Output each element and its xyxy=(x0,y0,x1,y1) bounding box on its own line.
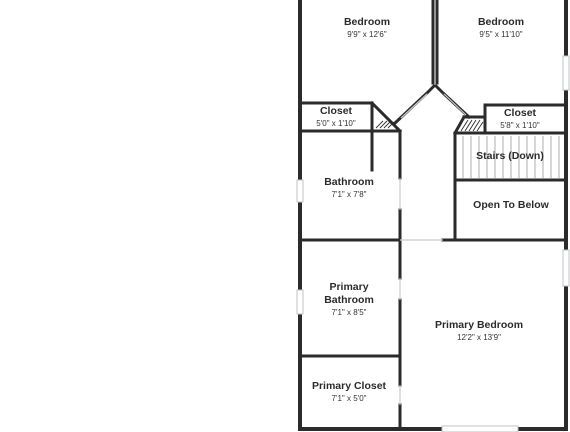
room-name: Closet xyxy=(503,107,537,119)
room-name: Bedroom xyxy=(343,16,391,28)
hall-diag-left-top xyxy=(425,83,437,95)
room-label-primary-closet: Primary Closet 7'1" x 5'0" xyxy=(300,380,398,404)
room-name: Stairs (Down) xyxy=(476,150,544,162)
room-label-bedroom-left: Bedroom 9'9" x 12'6" xyxy=(317,16,417,40)
hall-diag-right-top xyxy=(433,83,445,95)
windows xyxy=(296,55,570,432)
room-label-open-to-below: Open To Below xyxy=(458,199,564,212)
closet-hatch-left xyxy=(375,120,395,129)
window-bedroom-right xyxy=(562,55,570,91)
interior-walls xyxy=(298,0,568,431)
room-label-primary-bedroom: Primary Bedroom 12'2" x 13'9" xyxy=(420,319,538,343)
door-opening-bedroom-left xyxy=(400,93,428,119)
room-dimensions: 5'8" x 1'10" xyxy=(500,121,540,130)
room-dimensions: 7'1" x 7'8" xyxy=(331,190,367,199)
room-dimensions: 7'1" x 8'5" xyxy=(331,308,367,317)
window-primary-bedroom-south xyxy=(441,425,519,432)
room-label-bedroom-right: Bedroom 9'5" x 11'10" xyxy=(451,16,551,40)
hallway-walls xyxy=(392,83,472,126)
room-label-closet-left: Closet 5'0" x 1'10" xyxy=(300,105,372,129)
door-openings xyxy=(399,93,467,405)
room-name: Primary xyxy=(329,281,369,293)
room-dimensions: 9'5" x 11'10" xyxy=(479,30,523,39)
room-label-primary-bathroom: Primary Bathroom 7'1" x 8'5" xyxy=(300,281,398,318)
room-name: Primary Closet xyxy=(311,380,387,392)
wall-closet-left-diag xyxy=(369,100,403,134)
door-opening-bedroom-right xyxy=(443,93,467,116)
room-label-stairs: Stairs (Down) xyxy=(460,150,560,163)
room-dimensions: 9'9" x 12'6" xyxy=(347,30,387,39)
room-name: Primary Bedroom xyxy=(434,319,524,331)
room-name: Bathroom xyxy=(324,176,374,188)
room-name: Closet xyxy=(319,105,353,117)
window-primary-bedroom xyxy=(562,249,570,287)
room-label-bathroom: Bathroom 7'1" x 7'8" xyxy=(300,176,398,200)
room-name: Bedroom xyxy=(477,16,525,28)
closet-hatch-right xyxy=(460,119,484,132)
room-name: Bathroom xyxy=(324,294,374,306)
room-dimensions: 5'0" x 1'10" xyxy=(316,119,356,128)
stair-treads xyxy=(462,136,560,178)
wall-closet-right-diag xyxy=(452,114,467,136)
room-dimensions: 7'1" x 5'0" xyxy=(331,394,367,403)
window-primary-bath xyxy=(296,289,304,315)
room-label-closet-right: Closet 5'8" x 1'10" xyxy=(486,107,554,131)
room-name: Open To Below xyxy=(473,199,549,211)
window-bathroom xyxy=(296,179,304,203)
room-dimensions: 12'2" x 13'9" xyxy=(457,333,501,342)
